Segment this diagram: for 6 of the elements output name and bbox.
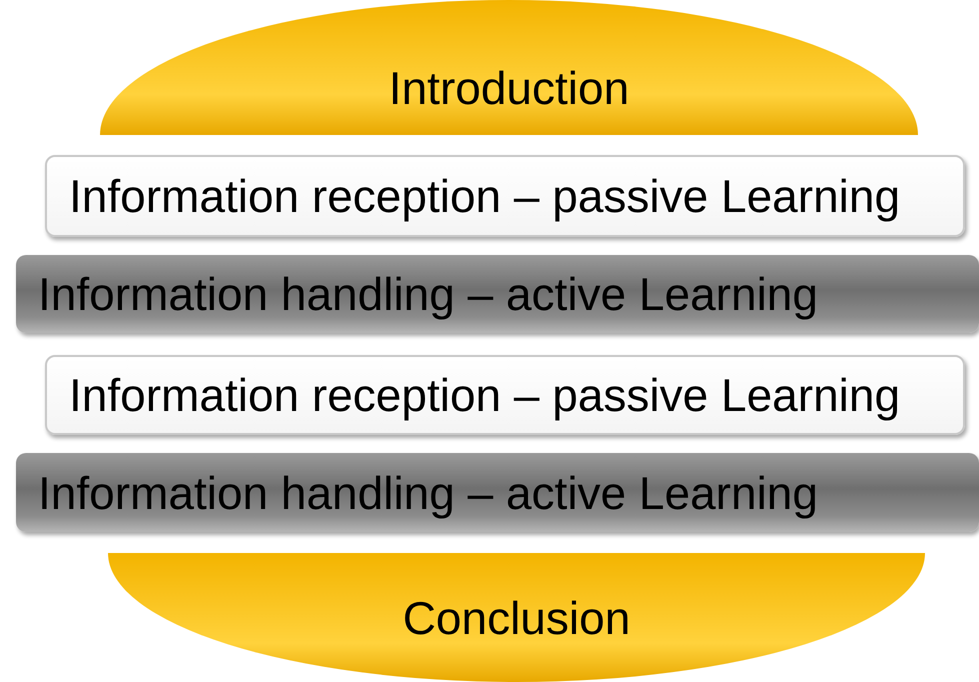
band: Information handling – active Learning bbox=[16, 255, 979, 333]
band: Information reception – passive Learning bbox=[45, 355, 965, 435]
band: Information handling – active Learning bbox=[16, 453, 979, 532]
bowl-shape: Conclusion bbox=[108, 553, 925, 682]
dome-shape: Introduction bbox=[100, 0, 918, 135]
band: Information reception – passive Learning bbox=[45, 155, 965, 237]
